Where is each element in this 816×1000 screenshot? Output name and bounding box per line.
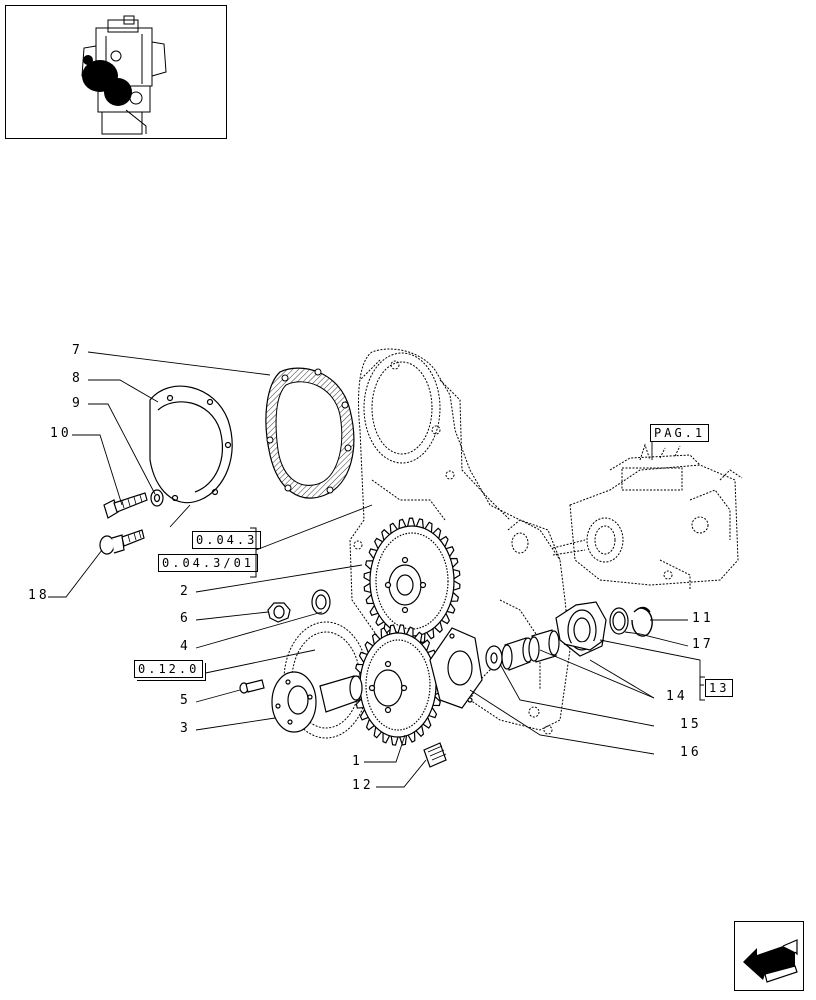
part-4-washer	[311, 589, 331, 615]
callout-4: 4	[180, 639, 191, 654]
reference-0-04-3[interactable]: 0.04.3	[192, 531, 262, 549]
callout-9: 9	[72, 396, 83, 411]
leader-lines	[48, 351, 704, 788]
callout-17: 17	[692, 637, 714, 652]
engine-thumbnail[interactable]	[5, 5, 227, 139]
callout-16: 16	[680, 745, 702, 760]
callout-11: 11	[692, 611, 714, 626]
reference-bracket	[250, 527, 257, 578]
gear-tooth	[406, 517, 416, 527]
injection-pump	[552, 443, 743, 590]
part-7-gasket	[265, 367, 355, 499]
reference-pag-1[interactable]: PAG.1	[650, 424, 710, 442]
part-14-15-bushings	[485, 629, 560, 671]
part-11-circlip	[631, 606, 653, 637]
arrow-next-page-icon	[743, 939, 798, 983]
callout-15: 15	[680, 717, 702, 732]
part-1-gear	[353, 624, 443, 746]
part-6-nut	[267, 602, 291, 623]
part-8-cover-plate	[149, 385, 233, 504]
callout-12: 12	[352, 778, 374, 793]
reference-0-04-3-01[interactable]: 0.04.3/01	[158, 554, 259, 572]
part-17-ring	[609, 607, 629, 635]
part-9-washer	[150, 489, 164, 507]
part-13-housing	[555, 601, 607, 657]
callout-3: 3	[180, 721, 191, 736]
callout-7: 7	[72, 343, 83, 358]
part-2-gear	[363, 517, 461, 645]
next-page-button[interactable]	[734, 921, 804, 991]
reference-13[interactable]: 13	[705, 679, 734, 697]
pump-drive-flange	[429, 627, 483, 709]
part-3-hub-shaft	[271, 671, 363, 733]
part-10-bolt	[103, 492, 148, 519]
callout-18: 18	[28, 588, 50, 603]
part-5-bolt	[239, 679, 265, 694]
engine-thumbnail-icon	[81, 15, 167, 135]
callout-14: 14	[666, 689, 688, 704]
callout-5: 5	[180, 693, 191, 708]
part-12-pin	[423, 742, 447, 768]
callout-6: 6	[180, 611, 191, 626]
callout-8: 8	[72, 371, 83, 386]
callout-10: 10	[50, 426, 72, 441]
reference-13-bracket	[699, 676, 705, 701]
callout-2: 2	[180, 584, 191, 599]
callout-1: 1	[352, 754, 363, 769]
reference-0-12-0[interactable]: 0.12.0	[134, 660, 204, 678]
part-18-bolt	[99, 529, 145, 555]
